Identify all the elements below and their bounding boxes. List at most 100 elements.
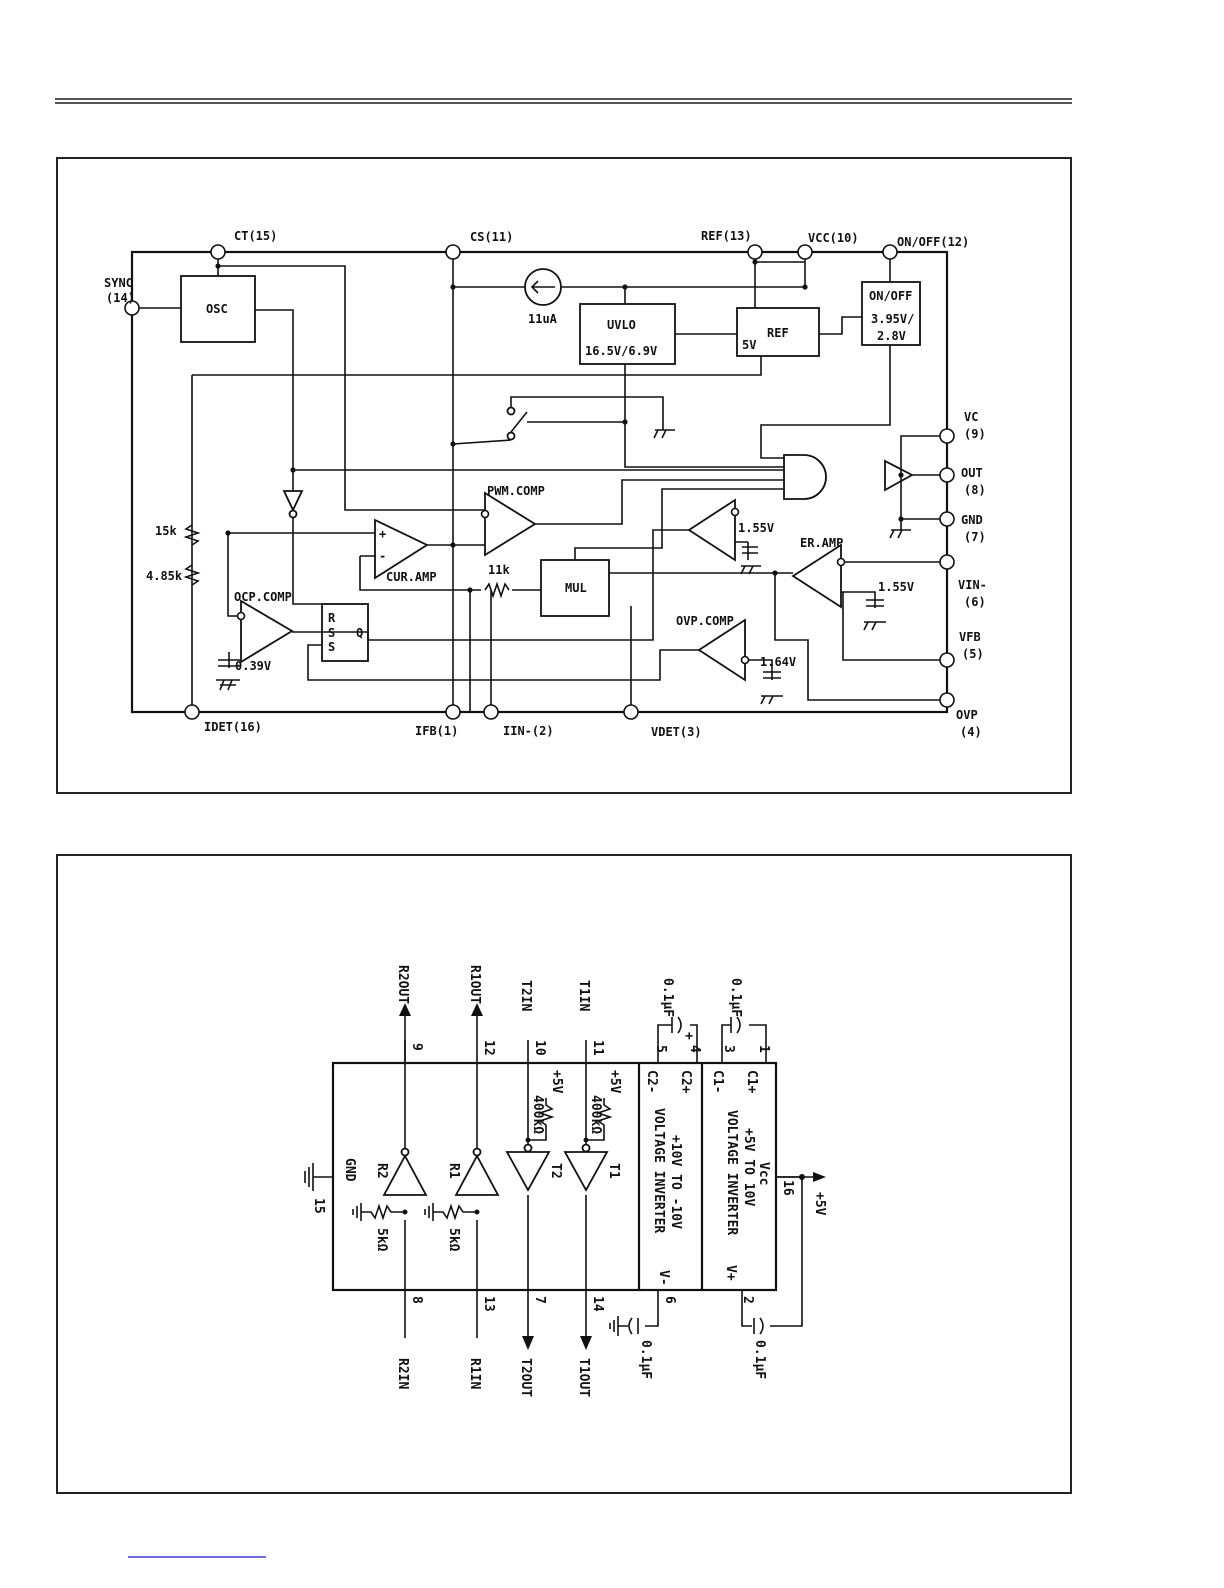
label-current: 11uA <box>528 312 558 326</box>
ovp-comparator-icon <box>697 618 746 682</box>
label-inv2-a: +5V TO 10V <box>741 1128 756 1206</box>
label-ref-b: 5V <box>742 338 756 352</box>
block-diagram-frame <box>56 157 1072 794</box>
label-t2: T2 <box>548 1163 563 1179</box>
label-ref: REF(13) <box>701 229 752 243</box>
label-ct: CT(15) <box>234 229 277 243</box>
osc-block <box>180 275 256 343</box>
label-vc-a: VC <box>964 410 978 424</box>
label-res5k-b: 5kΩ <box>446 1228 461 1252</box>
label-vin-b: (6) <box>964 595 986 609</box>
label-r485k: 4.85k <box>146 569 183 583</box>
pin-num-1: 1 <box>756 1045 771 1053</box>
label-t2in: T2IN <box>518 980 533 1011</box>
pin-cs <box>445 244 461 260</box>
pin-ifb <box>445 704 461 720</box>
pin-num-4: 4 <box>687 1045 702 1053</box>
pin-num-12: 12 <box>481 1040 496 1056</box>
label-ff-s2: S <box>328 640 335 654</box>
pin-num-15: 15 <box>311 1198 326 1214</box>
label-r2out: R2OUT <box>395 965 410 1004</box>
t1-driver-icon <box>563 1151 609 1192</box>
label-ovp-b: (4) <box>960 725 982 739</box>
label-gnd: GND <box>342 1158 357 1182</box>
pin-num-2: 2 <box>740 1296 755 1304</box>
pin-ct <box>210 244 226 260</box>
label-vminus: V- <box>656 1270 671 1286</box>
r2-receiver-icon <box>382 1154 428 1196</box>
label-t1out: T1OUT <box>576 1358 591 1397</box>
label-cap-top2: 0.1μF <box>728 978 743 1017</box>
label-ovp-a: OVP <box>956 708 978 722</box>
label-res400k-b: 400kΩ <box>588 1095 603 1134</box>
label-cap-bot2: 0.1μF <box>752 1340 767 1379</box>
label-t1in: T1IN <box>576 980 591 1011</box>
label-c1p: C1+ <box>744 1070 759 1094</box>
label-cap-plus: + <box>681 1032 696 1040</box>
pin-num-7: 7 <box>532 1296 547 1304</box>
pin-num-14: 14 <box>590 1296 605 1312</box>
label-r2: R2 <box>374 1163 389 1179</box>
label-r11k: 11k <box>488 563 510 577</box>
header-rule <box>55 98 1072 104</box>
label-onoff-a: ON/OFF <box>869 289 912 303</box>
label-amp-minus: - <box>379 549 386 563</box>
osc-inverter-icon <box>282 490 304 513</box>
pin-num-5: 5 <box>653 1045 668 1053</box>
label-cap-top1: 0.1μF <box>660 978 675 1017</box>
label-osc: OSC <box>206 302 228 316</box>
label-vfb-a: VFB <box>959 630 981 644</box>
label-r1: R1 <box>446 1163 461 1179</box>
pinout-diagram-frame <box>56 854 1072 1494</box>
pin-num-9: 9 <box>409 1043 424 1051</box>
pin-num-16: 16 <box>780 1180 795 1196</box>
t2-driver-icon <box>505 1151 551 1192</box>
label-ref-a: REF <box>767 326 789 340</box>
pin-sync <box>124 300 140 316</box>
pin-num-6: 6 <box>662 1296 677 1304</box>
pwm-controller-block-diagram: CT(15) CS(11) REF(13) VCC(10) ON/OFF(12)… <box>104 229 987 739</box>
label-v155a: 1.55V <box>738 521 774 535</box>
label-sync-b: (14) <box>106 291 135 305</box>
label-r15k: 15k <box>155 524 177 538</box>
label-plus5v-a: +5V <box>549 1070 564 1094</box>
label-vdet: VDET(3) <box>651 725 702 739</box>
pin-ref <box>747 244 763 260</box>
label-out-a: OUT <box>961 466 983 480</box>
label-plus5v: +5V <box>812 1192 827 1216</box>
pin-gnd <box>939 511 955 527</box>
pin-num-10: 10 <box>532 1040 547 1056</box>
label-sync-a: SYNC <box>104 276 133 290</box>
mul-block <box>540 559 610 617</box>
pin-num-13: 13 <box>481 1296 496 1312</box>
pwm-comparator-icon <box>484 491 537 557</box>
label-iin: IIN-(2) <box>503 724 554 738</box>
label-idet: IDET(16) <box>204 720 262 734</box>
pin-vin <box>939 554 955 570</box>
pin-vc <box>939 428 955 444</box>
label-ff-r: R <box>328 611 336 625</box>
and-gate-icon <box>783 454 827 500</box>
label-vfb-b: (5) <box>962 647 984 661</box>
ref-block <box>736 307 820 357</box>
label-c1m: C1- <box>710 1070 725 1093</box>
label-c2m: C2- <box>644 1070 659 1093</box>
rs232-driver-diagram: R2OUT R1OUT T2IN T1IN 0.1μF 0.1μF R2IN R… <box>304 965 827 1397</box>
label-uvlo-a: UVLO <box>607 318 636 332</box>
label-vplus: V+ <box>723 1265 738 1281</box>
pin-out <box>939 467 955 483</box>
label-onoff-c: 2.8V <box>877 329 906 343</box>
pin-vdet <box>623 704 639 720</box>
label-t2out: T2OUT <box>518 1358 533 1397</box>
label-cur-amp: CUR.AMP <box>386 570 437 584</box>
label-res400k-a: 400kΩ <box>530 1095 545 1134</box>
pin-ovp <box>939 692 955 708</box>
label-gnd-a: GND <box>961 513 983 527</box>
label-v039: 0.39V <box>235 659 271 673</box>
label-v155b: 1.55V <box>878 580 914 594</box>
label-inv1-a: +10V TO -10V <box>668 1135 683 1229</box>
label-vc-b: (9) <box>964 427 986 441</box>
label-inv1-b: VOLTAGE INVERTER <box>651 1108 666 1233</box>
label-onoff-b: 3.95V/ <box>871 312 914 326</box>
